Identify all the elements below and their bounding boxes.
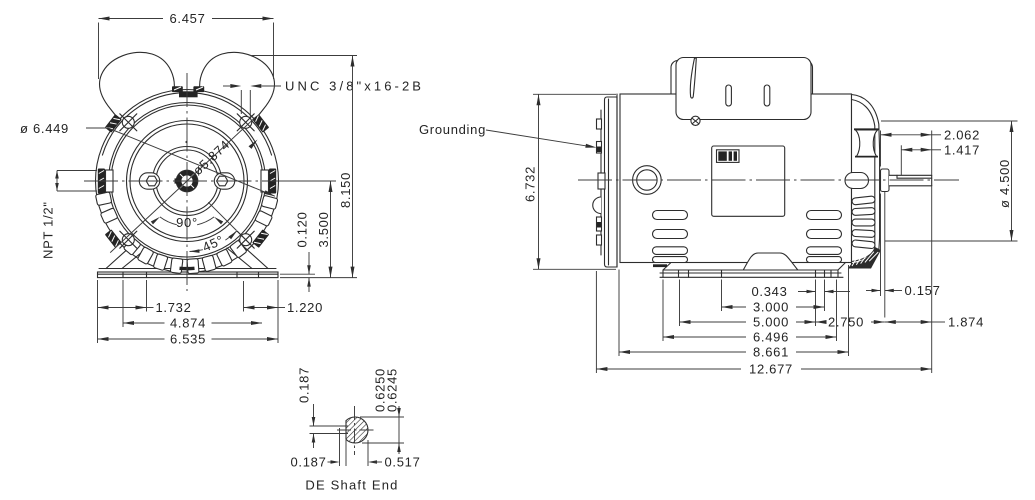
- dim-front-angle-90: 90°: [176, 215, 198, 230]
- dim-side-shaft-ext: 2.062: [944, 127, 980, 142]
- dim-front-pad-thickness: 0.120: [295, 211, 310, 247]
- front-through-bolts: [119, 113, 255, 249]
- dim-front-npt: NPT 1/2": [41, 201, 56, 259]
- side-view: 6.732 Grounding 2.062 1.417 ø 4.500 0.15…: [419, 56, 1018, 377]
- dim-front-foot-slot: 1.732: [156, 300, 192, 315]
- dim-detail-flat-height: 0.187: [297, 367, 312, 403]
- side-ode-bracket: [592, 93, 618, 268]
- side-dimensions: 6.732 Grounding 2.062 1.417 ø 4.500 0.15…: [419, 93, 1018, 377]
- front-top-bolts: [172, 86, 205, 98]
- dim-side-slot-width: 0.343: [752, 284, 788, 299]
- dim-side-slinger-gap: 0.157: [905, 283, 941, 298]
- dim-detail-dia-upper: 0.6250: [373, 368, 388, 412]
- dim-side-mount-2f-long: 5.000: [753, 315, 789, 330]
- side-drive-end-bell: [844, 93, 881, 269]
- side-vent-slots: [651, 209, 843, 264]
- dim-side-overall-length: 12.677: [749, 362, 793, 377]
- dim-side-shaft-length: 1.874: [948, 315, 984, 330]
- dim-front-base-width: 6.535: [170, 332, 206, 347]
- dim-front-tap-label: UNC 3/8"x16-2B: [285, 79, 424, 94]
- detail-dimensions: 0.187 0.6250 0.6245 0.187 0.517 DE Shaft…: [291, 367, 421, 493]
- front-view: 6.457 UNC 3/8"x16-2B ø 6.449 ø5.874 NPT …: [20, 11, 424, 347]
- dim-side-ba: 2.750: [828, 315, 864, 330]
- dim-front-bolt-span: 4.874: [170, 316, 206, 331]
- dim-front-shaft-height: 3.500: [316, 211, 331, 247]
- shaft-end-detail: 0.187 0.6250 0.6245 0.187 0.517 DE Shaft…: [291, 367, 421, 493]
- dim-side-mount-2f-short: 3.000: [753, 300, 789, 315]
- front-diagonal-lines: [109, 117, 255, 253]
- dim-front-outer-diameter: ø 6.449: [20, 121, 69, 136]
- front-mounting-base: [96, 240, 279, 279]
- front-cooling-fins: [95, 191, 279, 275]
- dim-side-frame-length: 8.661: [753, 345, 789, 360]
- detail-shaft-section: [337, 406, 376, 455]
- dim-front-total-height: 8.150: [338, 172, 353, 208]
- dim-side-bell-diameter: ø 4.500: [997, 159, 1012, 208]
- front-bolt-bosses: [105, 114, 269, 248]
- side-conduit-box-lid: [675, 56, 812, 126]
- dim-side-key-flat: 1.417: [944, 142, 980, 157]
- dim-front-overall-width: 6.457: [169, 11, 205, 26]
- dim-front-foot-edge: 1.220: [287, 300, 323, 315]
- label-grounding: Grounding: [419, 122, 486, 137]
- dim-detail-dia-lower: 0.6245: [385, 368, 400, 412]
- detail-caption: DE Shaft End: [305, 478, 398, 493]
- dim-side-base-length: 6.496: [753, 330, 789, 345]
- dim-side-height: 6.732: [522, 166, 537, 202]
- dim-detail-flat-width: 0.517: [385, 455, 421, 470]
- dim-detail-flat-offset: 0.187: [291, 455, 327, 470]
